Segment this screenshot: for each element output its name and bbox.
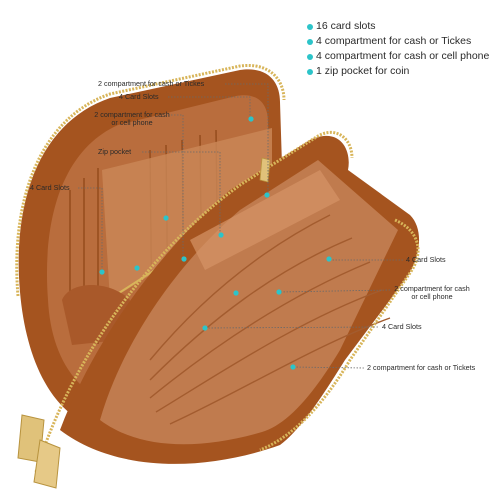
feature-bullet bbox=[307, 54, 313, 60]
front-inner-pocket bbox=[190, 170, 340, 270]
zip-pocket bbox=[102, 128, 272, 300]
front-zipper-right bbox=[259, 218, 420, 452]
zipper-pulls bbox=[17, 414, 61, 489]
feature-bullet bbox=[307, 69, 313, 75]
feature-cash-phone: 4 compartment for cash or cell phone bbox=[316, 50, 490, 62]
back-zipper bbox=[15, 63, 286, 297]
leader-lines bbox=[78, 83, 403, 369]
front-zipper-top bbox=[34, 130, 354, 473]
wallet-front-interior bbox=[100, 160, 398, 445]
feature-markers bbox=[99, 116, 332, 370]
feature-cash-tickets: 4 compartment for cash or Tickes bbox=[316, 35, 472, 47]
feature-zip-pocket: 1 zip pocket for coin bbox=[316, 65, 410, 77]
callout-bottom-card: 4 Card Slots bbox=[382, 322, 422, 331]
feature-bullet bbox=[307, 39, 313, 45]
callout-zip-pocket: Zip pocket bbox=[98, 147, 132, 156]
callout-right-card: 4 Card Slots bbox=[406, 255, 446, 264]
callout-top-card: 4 Card Slots bbox=[119, 92, 159, 101]
front-compartments bbox=[149, 214, 391, 425]
callout-right-phone: 2 compartment for cash or cell phone bbox=[394, 284, 470, 301]
feature-bullet bbox=[307, 24, 313, 30]
callout-bottom-cash: 2 compartment for cash or Tickets bbox=[367, 363, 476, 372]
callout-top-cash: 2 compartment for cash or Tickes bbox=[98, 79, 205, 88]
callout-top-phone: 2 compartment for cash or cell phone bbox=[94, 110, 170, 127]
zip-pocket-pull bbox=[259, 157, 271, 183]
callout-left-card: 4 Card Slots bbox=[30, 183, 70, 192]
feature-card-slots: 16 card slots bbox=[316, 20, 376, 32]
